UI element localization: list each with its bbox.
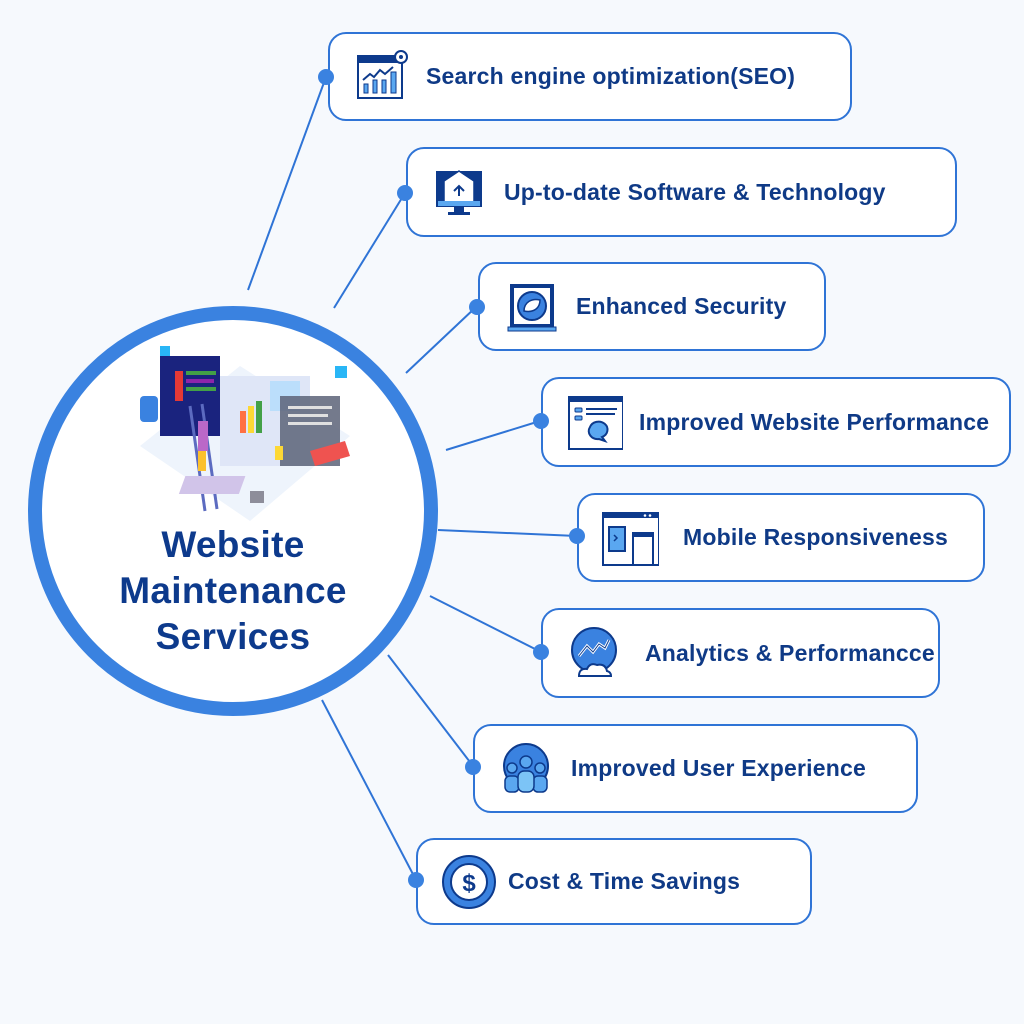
security-laptop-icon [507, 283, 557, 331]
connector-dot-cost [408, 872, 424, 888]
browser-chat-icon [568, 396, 623, 450]
service-label-seo: Search engine optimization(SEO) [426, 63, 796, 89]
connector-dot-seo [318, 69, 334, 85]
service-card-performance[interactable]: Improved Website Performance [541, 377, 1011, 467]
svg-text:$: $ [462, 870, 476, 897]
connector-dot-mobile [569, 528, 585, 544]
connector-seo [247, 76, 327, 291]
service-card-cost[interactable]: $ Cost & Time Savings [416, 838, 812, 925]
connector-ux [387, 654, 474, 767]
analytics-trend-icon [571, 627, 617, 677]
service-label-mobile: Mobile Responsiveness [683, 524, 948, 550]
seo-chart-icon [357, 49, 408, 99]
connector-security [405, 306, 477, 374]
connector-dot-performance [533, 413, 549, 429]
responsive-devices-icon [602, 511, 659, 566]
hub-circle: Website Maintenance Services [28, 306, 438, 716]
service-label-ux: Improved User Experience [571, 755, 866, 781]
connector-dot-ux [465, 759, 481, 775]
service-card-software[interactable]: Up-to-date Software & Technology [406, 147, 957, 237]
hub-title-line-1: Website [161, 524, 305, 565]
connector-analytics [429, 595, 542, 653]
users-group-icon [503, 742, 549, 793]
service-label-security: Enhanced Security [576, 293, 787, 319]
service-card-seo[interactable]: Search engine optimization(SEO) [328, 32, 852, 121]
monitor-update-icon [436, 170, 482, 215]
service-card-ux[interactable]: Improved User Experience [473, 724, 918, 813]
service-label-software: Up-to-date Software & Technology [504, 178, 886, 205]
connector-dot-analytics [533, 644, 549, 660]
hub-title: Website Maintenance Services [42, 522, 424, 660]
hub-title-line-2: Maintenance [119, 570, 347, 611]
connector-dot-security [469, 299, 485, 315]
connector-cost [321, 699, 417, 881]
connector-dot-software [397, 185, 413, 201]
service-card-analytics[interactable]: Analytics & Performancce [541, 608, 940, 698]
service-card-mobile[interactable]: Mobile Responsiveness [577, 493, 985, 582]
service-label-analytics: Analytics & Performancce [645, 639, 935, 666]
service-label-performance: Improved Website Performance [639, 408, 990, 435]
website-dev-illustration [140, 346, 350, 521]
hub-title-line-3: Services [155, 616, 311, 657]
connector-performance [445, 420, 541, 451]
service-label-cost: Cost & Time Savings [508, 868, 741, 894]
service-card-security[interactable]: Enhanced Security [478, 262, 826, 351]
connector-software [333, 192, 406, 309]
dollar-coin-icon: $ [442, 854, 496, 909]
connector-mobile [437, 529, 578, 537]
